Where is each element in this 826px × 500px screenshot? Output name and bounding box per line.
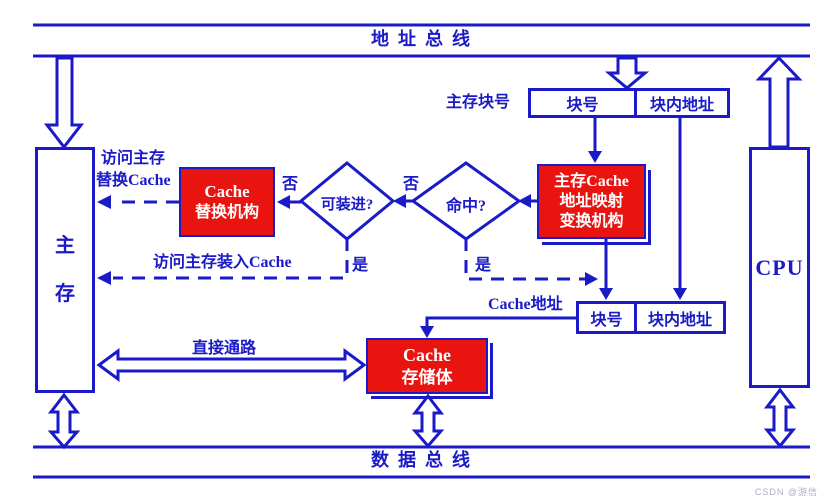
diamond-loadable [298,161,396,241]
hollow-arrow-cpu-databus [763,387,797,449]
main-memory-box: 主 存 [35,147,95,393]
diamond-hit-text: 命中? [445,198,486,215]
cache-store-line2: 存储体 [401,367,453,387]
cache-replace-unit-line1: Cache [204,182,250,202]
direct-path-label: 直接通路 [192,340,257,357]
cache-address-field-box: 块号 块内地址 [576,301,726,334]
hollow-arrow-addressbus-to-memory [43,56,85,150]
arrowhead-blockno-to-mapping [588,151,602,163]
main-address-field-box: 块号 块内地址 [528,88,730,118]
hollow-arrow-memory-databus [47,392,81,450]
cache-store-box: Cache 存储体 [366,338,488,394]
cache-block-number-cell: 块号 [579,304,637,331]
mapping-unit-box: 主存Cache 地址映射 变换机构 [537,164,646,239]
hit-no-label: 否 [403,176,420,193]
cpu-box: CPU [749,147,810,388]
hollow-arrow-store-databus [411,393,445,449]
diamond-loadable-text: 可装进? [320,197,374,213]
address-bus-label: 地址总线 [371,29,479,49]
cache-replace-unit-line2: 替换机构 [194,203,259,221]
main-block-number-cell: 块号 [531,91,637,115]
cache-block-offset-cell: 块内地址 [647,311,712,329]
arrowhead-loadable-yes [97,271,111,285]
arrowhead-mapping-to-hit [518,194,531,208]
hit-yes-label: 是 [475,257,492,274]
arrowhead-loadable-to-replace [277,195,290,209]
edge-cacheaddr-to-store [425,316,576,326]
diamond-hit [410,161,522,241]
arrowhead-mapping-to-cacheblock [599,288,613,300]
mapping-unit-line1: 主存Cache [554,172,629,190]
mapping-unit-line2: 地址映射 [559,192,624,210]
main-memory-label-char2: 存 [55,283,75,305]
access-replace-label-line1: 访问主存 [101,150,166,167]
main-block-offset-cell: 块内地址 [649,97,714,114]
hollow-arrow-cpu-to-addressbus [755,55,803,149]
edge-hit-yes-dashed [464,238,585,281]
loadable-no-label: 否 [282,176,299,193]
arrowhead-cacheaddr-to-store [420,326,434,338]
access-replace-label-line2: 替换Cache [96,172,171,189]
main-memory-label-char1: 主 [55,235,75,257]
cache-store-line1: Cache [403,345,451,366]
access-load-label: 访问主存装入Cache [153,254,292,271]
watermark-text: CSDN @游信 [754,487,818,497]
arrowhead-hit-to-loadable [393,194,406,208]
cache-replace-unit-box: Cache 替换机构 [179,167,275,237]
arrowhead-offset-to-offset [673,288,687,300]
main-block-number-label: 主存块号 [446,94,511,111]
cpu-label: CPU [755,254,804,280]
loadable-yes-label: 是 [352,257,369,274]
data-bus-label: 数据总线 [371,450,479,470]
cache-store-shadow [371,343,493,399]
arrowhead-replace-to-memory [97,195,111,209]
hollow-arrow-addressbus-to-mainfield [604,56,650,90]
mapping-unit-shadow [542,170,651,245]
cache-address-label: Cache地址 [488,296,563,313]
hollow-arrow-direct-path [96,348,367,382]
arrowhead-hit-yes [585,272,598,286]
mapping-unit-line3: 变换机构 [559,212,624,230]
